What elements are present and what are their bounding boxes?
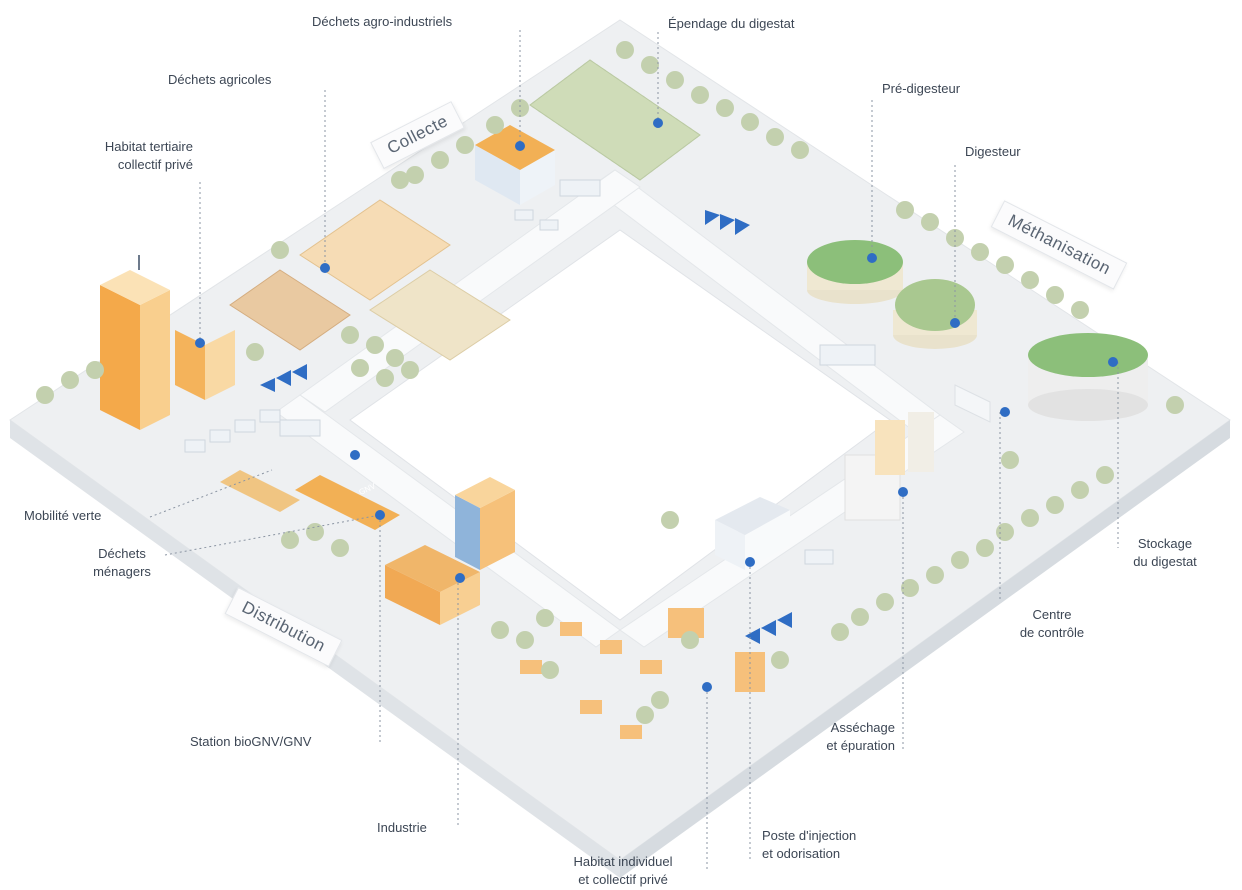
office-tower (100, 255, 235, 430)
agro-industrial-building (475, 125, 555, 205)
label-habitat-tertiaire: Habitat tertiaire collectif privé (104, 139, 193, 172)
marker-habitat-individuel (702, 682, 712, 692)
houses (520, 608, 765, 739)
label-stockage: Stockage du digestat (1133, 536, 1197, 569)
marker-centre-controle (1000, 407, 1010, 417)
marker-epandage (653, 118, 663, 128)
marker-dechets-agricoles (320, 263, 330, 273)
gnv-station (220, 470, 400, 530)
epandage-field (529, 59, 701, 181)
marker-poste-injection (745, 557, 755, 567)
digestate-storage (1028, 333, 1148, 421)
label-dechets-agricoles: Déchets agricoles (168, 72, 272, 87)
leader-lines (149, 30, 1119, 870)
label-epandage: Épendage du digestat (668, 16, 795, 31)
marker-assechage (898, 487, 908, 497)
marker-mobilite (350, 450, 360, 460)
purification-plant (844, 384, 991, 521)
flow-arrows (260, 210, 792, 644)
label-digesteur: Digesteur (965, 144, 1021, 159)
label-station: Station bioGNV/GNV (190, 734, 312, 749)
vehicles (184, 179, 876, 565)
label-dechets-agro: Déchets agro-industriels (312, 14, 453, 29)
residential-tower (455, 477, 515, 570)
pre-digester (807, 240, 903, 304)
label-centre-controle: Centre de contrôle (1019, 607, 1085, 640)
label-industrie: Industrie (377, 820, 427, 835)
label-mobilite: Mobilité verte (24, 508, 102, 523)
label-poste-injection: Poste d'injection et odorisation (762, 828, 857, 861)
injection-post (715, 497, 790, 570)
label-dechets-menagers: Déchets ménagers (93, 546, 151, 579)
farm-enclosure (229, 199, 511, 361)
label-habitat-individuel: Habitat individuel et collectif privé (573, 854, 673, 887)
marker-dechets-agro (515, 141, 525, 151)
marker-digesteur (950, 318, 960, 328)
label-pre-digesteur: Pré-digesteur (882, 81, 961, 96)
marker-industrie (455, 573, 465, 583)
digester (893, 279, 977, 349)
marker-dechets-menagers (375, 510, 385, 520)
location-markers (195, 118, 1118, 692)
label-assechage: Asséchage et épuration (826, 720, 895, 753)
marker-habitat-tertiaire (195, 338, 205, 348)
marker-stockage (1108, 357, 1118, 367)
marker-pre-digesteur (867, 253, 877, 263)
